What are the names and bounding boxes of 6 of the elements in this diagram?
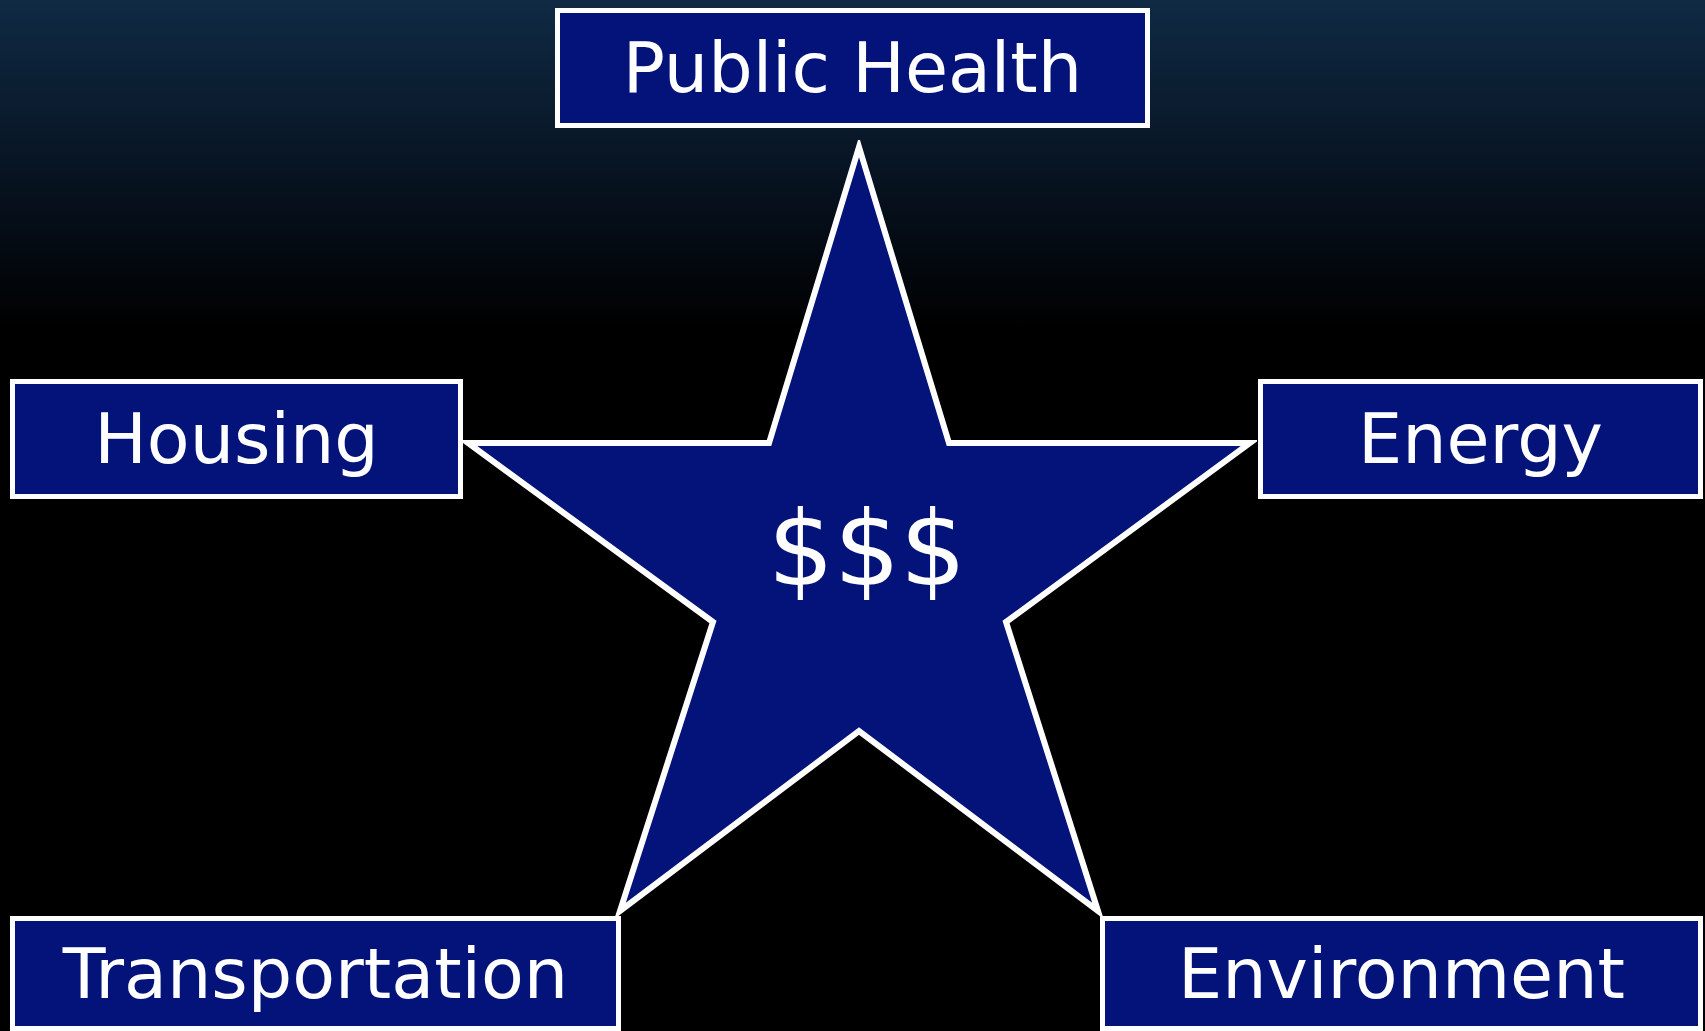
topic-box: Transportation (10, 916, 621, 1031)
star-label: $$$ (767, 488, 967, 610)
topic-box: Environment (1100, 916, 1703, 1031)
topic-box: Energy (1258, 379, 1703, 499)
topic-box: Public Health (555, 8, 1150, 128)
topic-box: Housing (10, 379, 463, 499)
